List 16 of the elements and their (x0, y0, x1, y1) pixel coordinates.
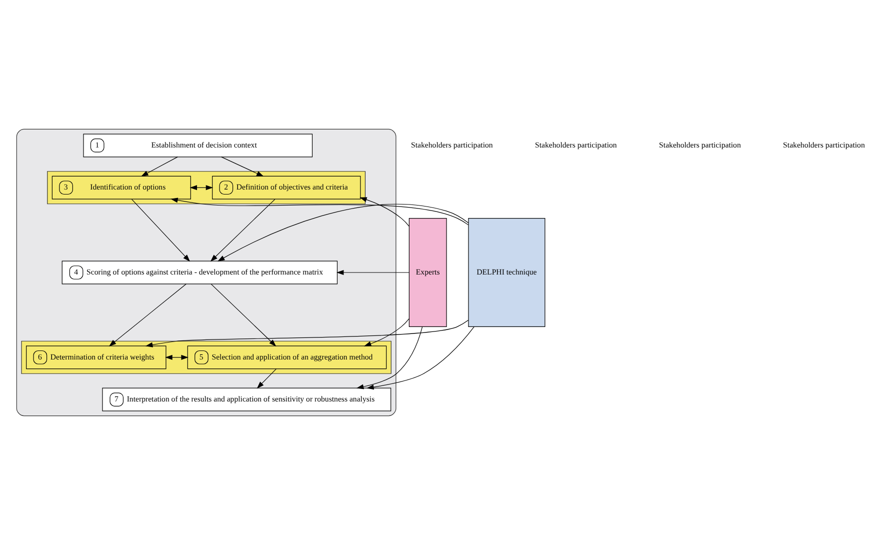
arrow (170, 198, 468, 226)
cluster (16, 128, 396, 416)
arrow (217, 204, 468, 262)
arrow (256, 368, 276, 389)
arrow (189, 185, 213, 190)
arrow (130, 198, 190, 262)
arrow (366, 326, 474, 390)
arrow (144, 320, 468, 348)
arrow (336, 270, 409, 276)
arrow (210, 198, 275, 262)
arrow (108, 284, 186, 346)
arrow (164, 354, 188, 360)
arrow (356, 326, 422, 390)
arrow (210, 284, 276, 346)
arrow (363, 318, 409, 346)
arrow (359, 197, 409, 226)
